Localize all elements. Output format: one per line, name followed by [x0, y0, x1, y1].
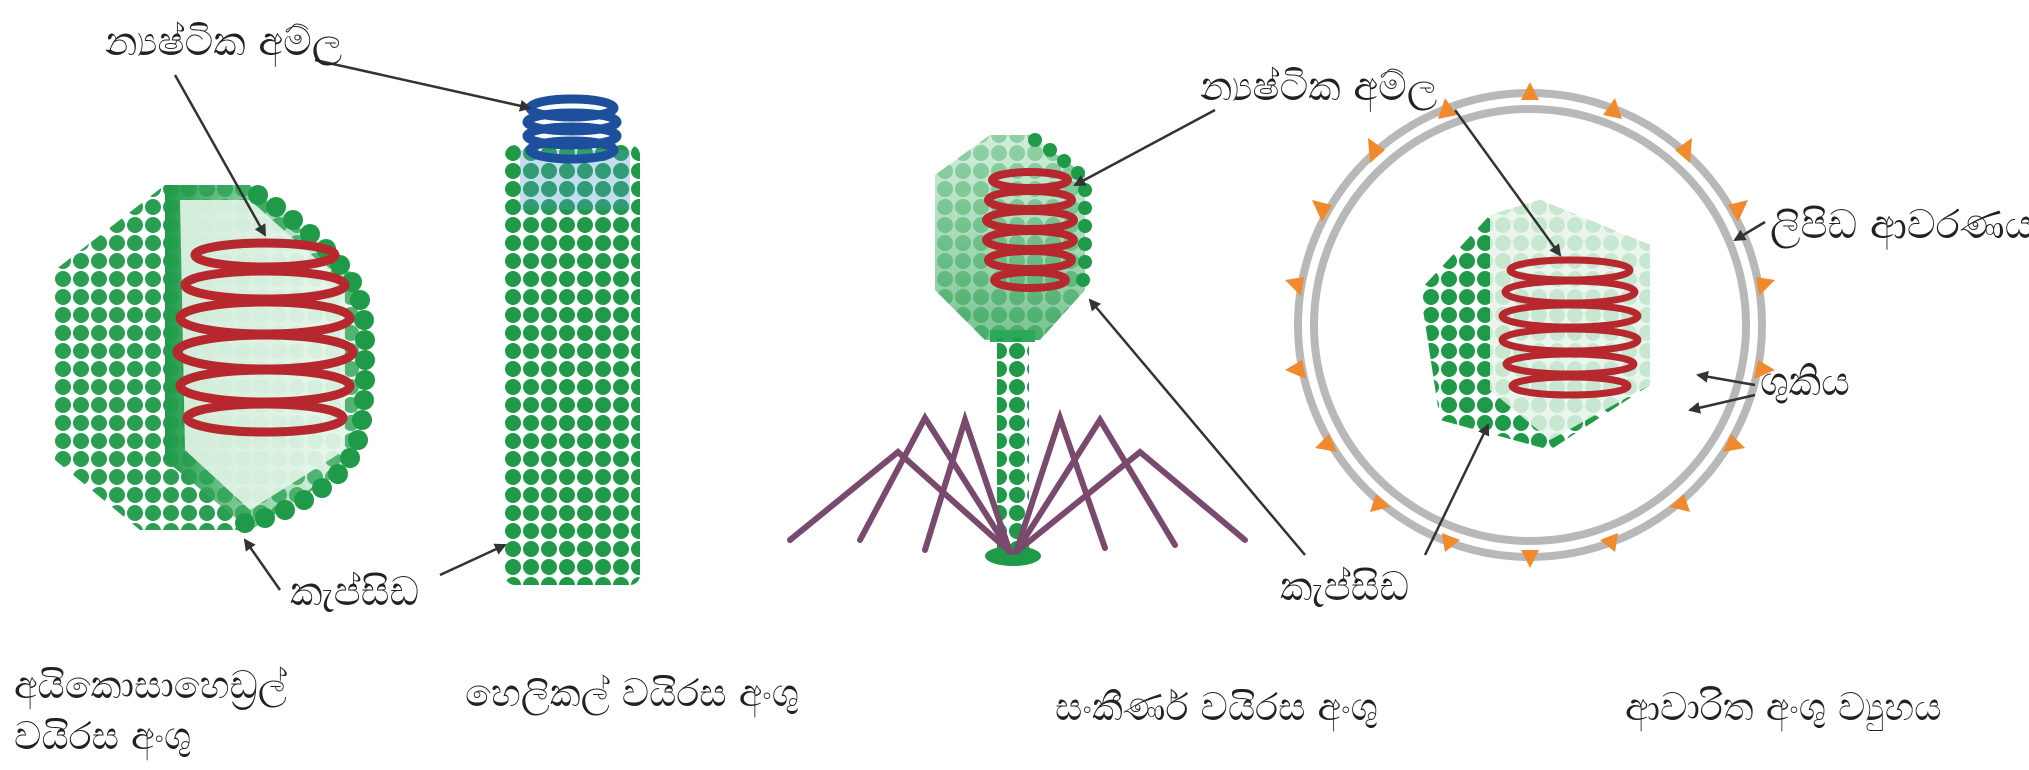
caption-complex-text: සංකීර්ණ වයිරස අංශු	[1055, 682, 1378, 733]
label-capsid-1: කැප්සිඩ	[290, 569, 419, 615]
arrow-capsid-helical	[440, 545, 505, 575]
caption-enveloped: ආවාරිත අංශු ව්‍යුහය	[1625, 682, 1942, 733]
caption-icosahedral-line2: වයිරස අංශු	[14, 711, 287, 762]
helical-virus	[505, 99, 640, 585]
caption-helical: හෙලිකල් වයිරස අංශු	[465, 668, 799, 719]
arrow-spike-1	[1698, 375, 1755, 385]
label-nucleic-acid-2: න්‍යෂ්ටික අම්ල	[1200, 64, 1437, 112]
label-lipid-envelope: ලිපිඩ ආවරණය	[1770, 202, 2029, 250]
arrow-nucleic-acid-helical	[315, 60, 530, 108]
label-capsid-2: කැප්සිඩ	[1280, 564, 1409, 610]
enveloped-virus	[1285, 82, 1775, 568]
label-nucleic-acid-1: න්‍යෂ්ටික අම්ල	[105, 19, 342, 67]
arrow-nucleic-acid-phage	[1075, 110, 1215, 185]
label-spikes: ශුකිය	[1760, 359, 1850, 405]
caption-icosahedral: අයිකොසාහෙඩ්‍රල් වයිරස අංශු	[14, 660, 287, 763]
complex-virus	[790, 133, 1245, 566]
helical-capsid	[505, 145, 640, 585]
arrow-capsid-phage	[1090, 300, 1305, 555]
caption-complex: සංකීර්ණ වයිරස අංශු	[1055, 682, 1378, 733]
arrow-capsid-icosahedral	[245, 540, 280, 590]
caption-enveloped-text: ආවාරිත අංශු ව්‍යුහය	[1625, 682, 1942, 733]
caption-helical-text: හෙලිකල් වයිරස අංශු	[465, 668, 799, 719]
phage-baseplate	[985, 546, 1041, 566]
icosahedral-virus	[55, 185, 375, 533]
caption-icosahedral-line1: අයිකොසාහෙඩ්‍රල්	[14, 660, 287, 711]
